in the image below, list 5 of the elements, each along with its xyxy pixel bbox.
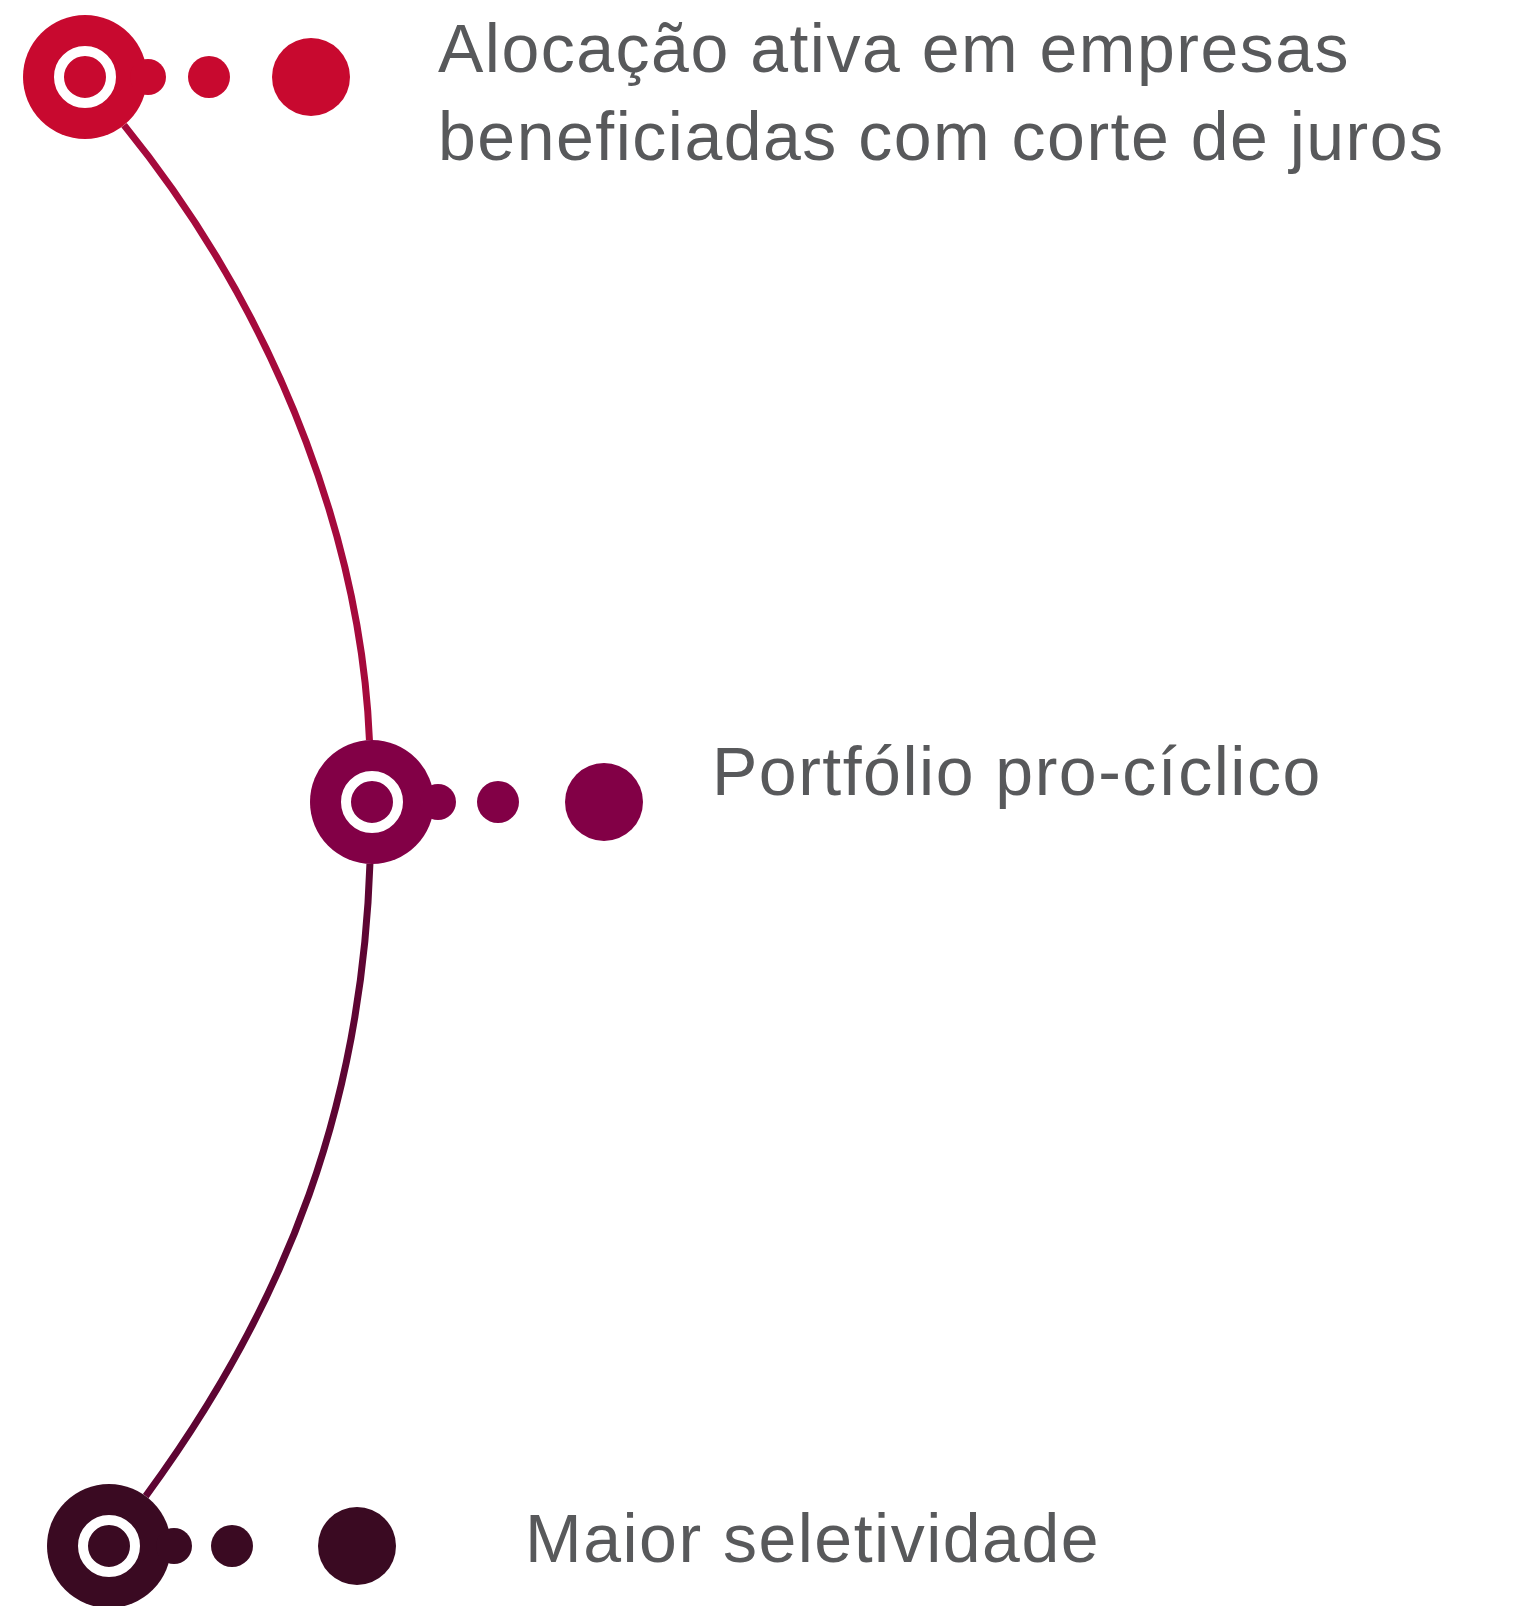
- connector-line: [121, 123, 373, 741]
- connector-line: [142, 863, 374, 1499]
- description-text: Alocação ativa em empresas beneficiadas com corte de juros: [438, 9, 1446, 177]
- description-text: Portfólio pro-cíclico: [712, 732, 1322, 811]
- description-text: Maior seletividade: [525, 1499, 1101, 1578]
